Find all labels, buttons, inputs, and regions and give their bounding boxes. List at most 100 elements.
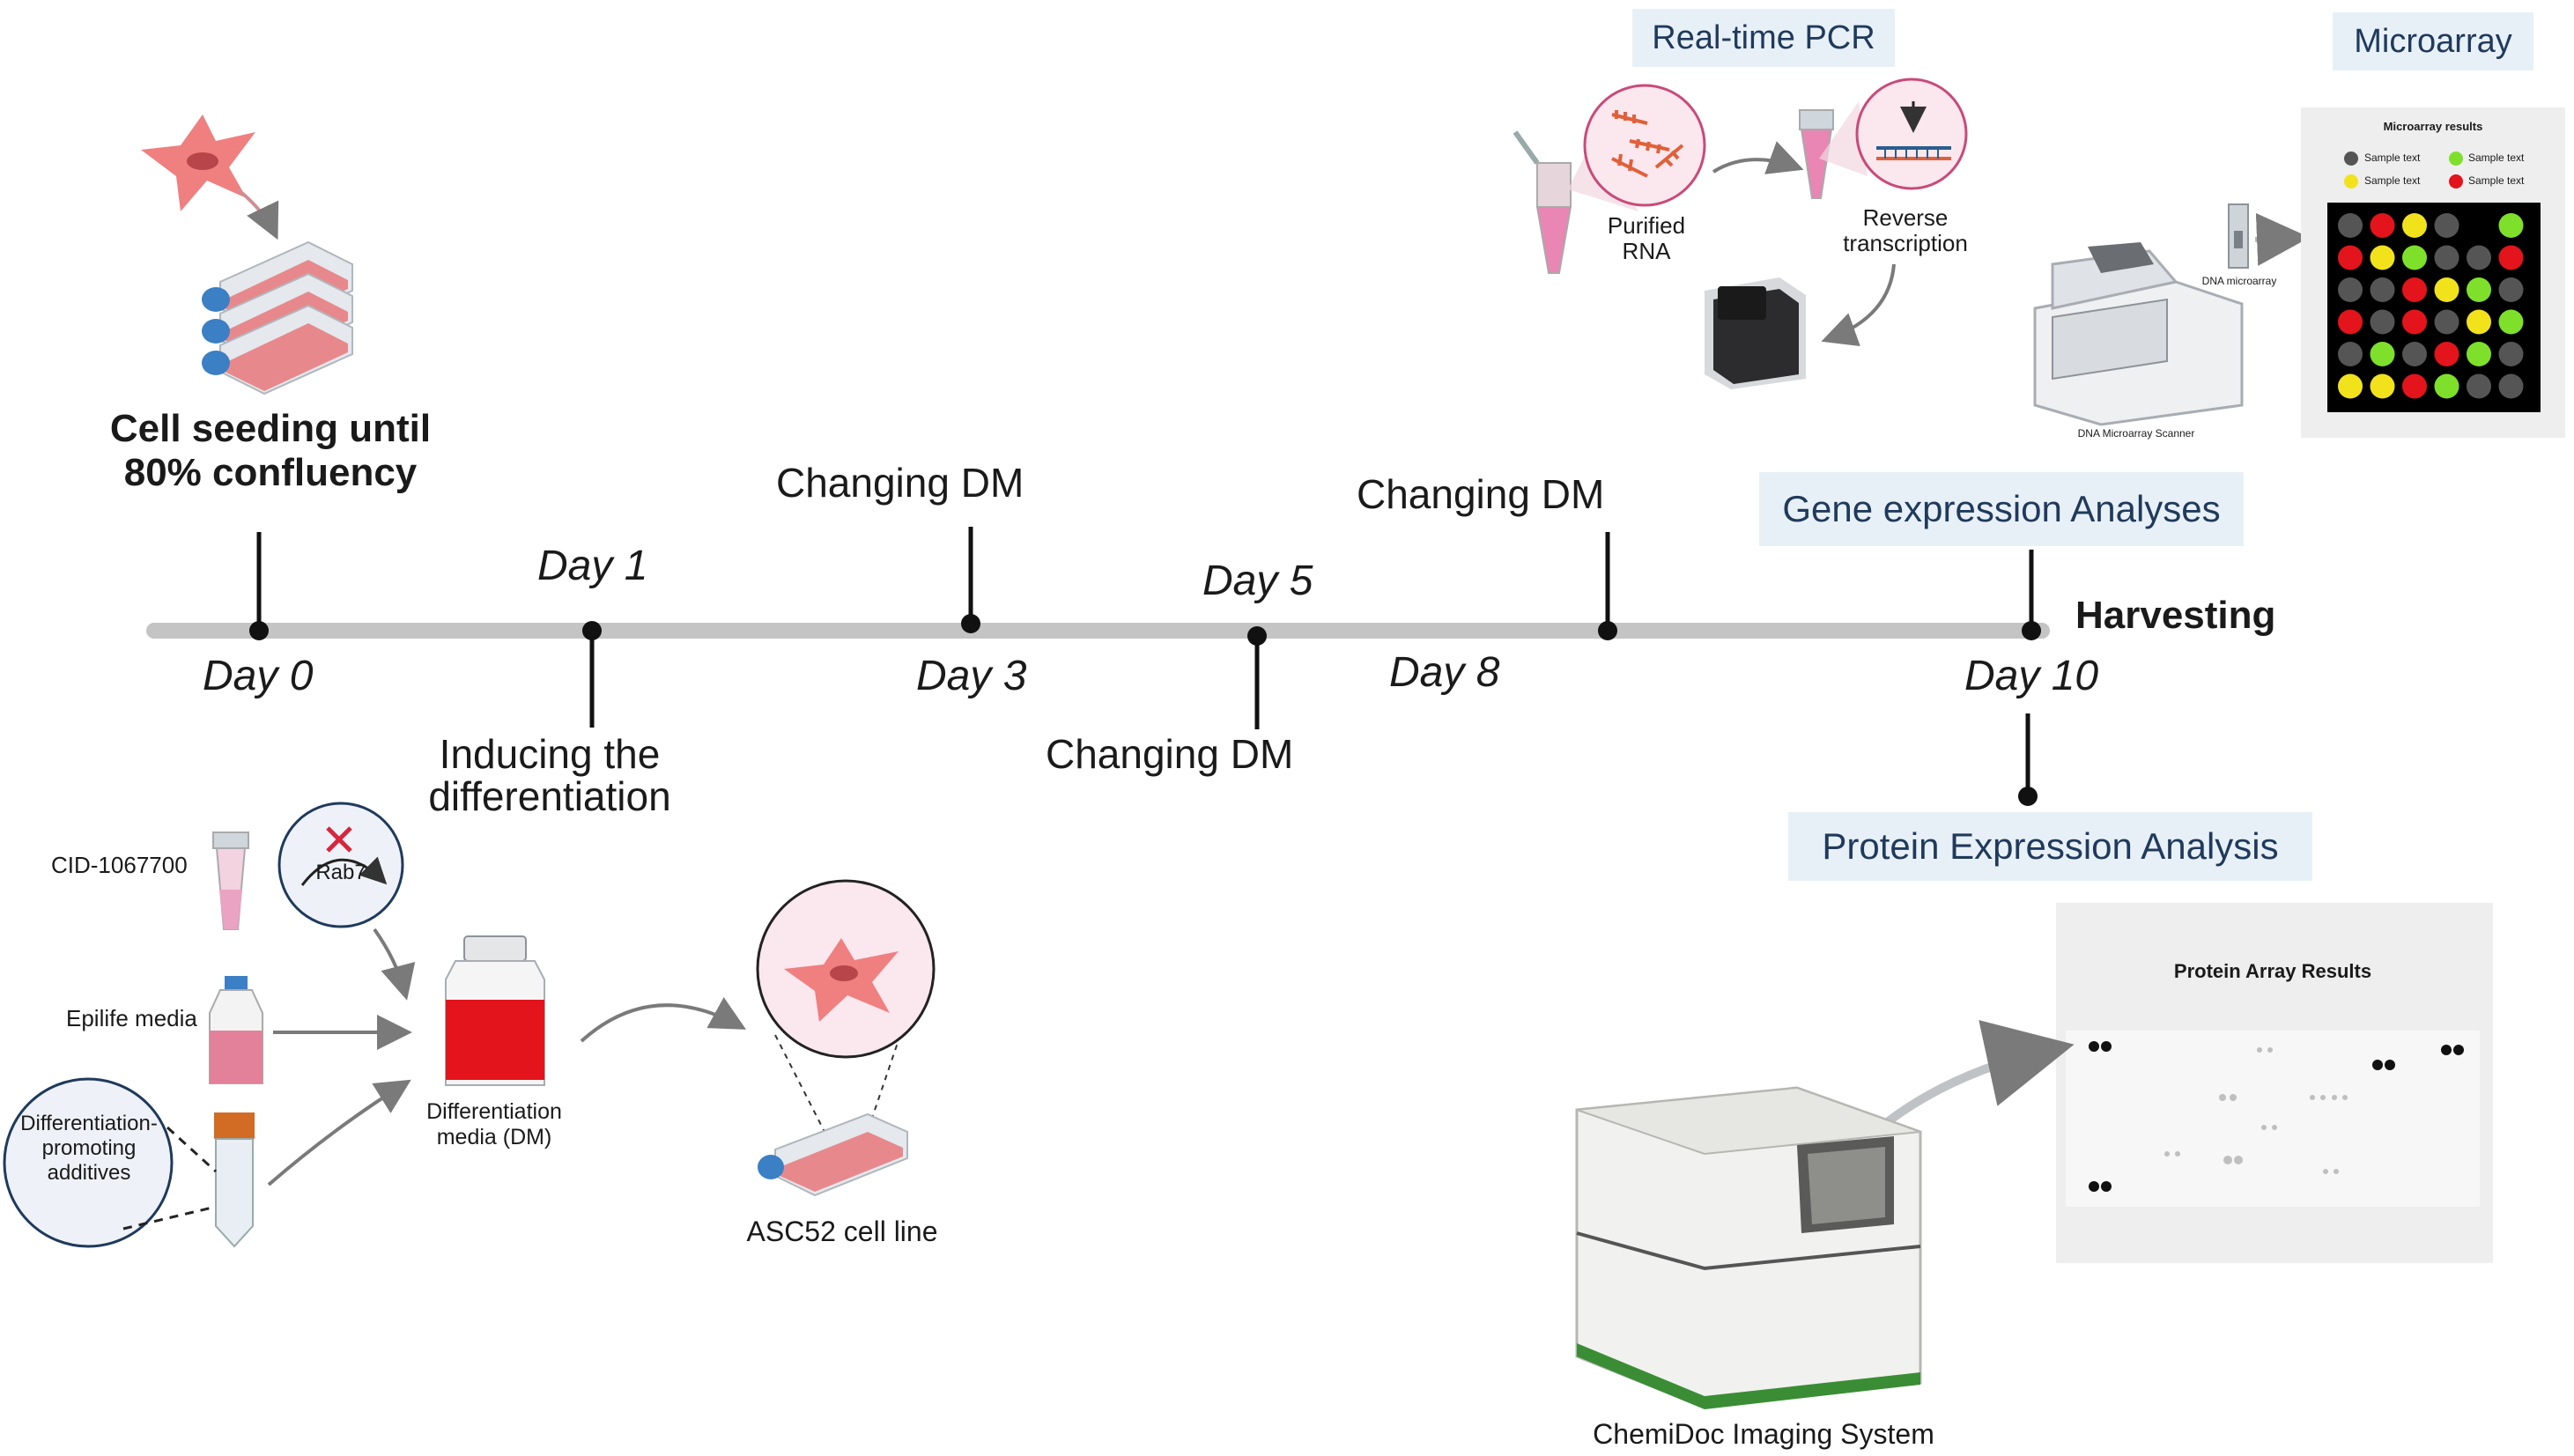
- epilife-label: Epilife media: [66, 1005, 197, 1031]
- purified-rna-icon: [1568, 84, 1706, 211]
- dm-label-line1: Differentiation: [426, 1099, 562, 1124]
- microarray-spot: [2467, 245, 2491, 270]
- microarray-legend: [2344, 152, 2463, 188]
- microarray-spot: [2434, 373, 2459, 399]
- additives-line1: Differentiation-: [20, 1112, 158, 1135]
- protein-expression-box: Protein Expression Analysis: [1788, 812, 2312, 881]
- realtime-pcr-box: Real-time PCR: [1632, 9, 1895, 67]
- rab7-label: Rab7: [315, 861, 366, 884]
- microarray-spot: [2402, 277, 2427, 302]
- microarray-spot: [2498, 277, 2524, 302]
- legend-label-1: Sample text: [2364, 152, 2421, 164]
- additives-label: Differentiation- promoting additives: [20, 1112, 158, 1186]
- microarray-spot: [2402, 245, 2427, 270]
- microarray-spot: [2434, 245, 2459, 270]
- dm-bottle-icon: [445, 935, 545, 1086]
- dot-day0: [249, 621, 269, 640]
- additives-tube-icon: [214, 1112, 255, 1248]
- day-8-label: Day 8: [1389, 649, 1500, 696]
- additives-line3: additives: [47, 1161, 131, 1185]
- inducing-label: Inducing the differentiation: [428, 733, 670, 817]
- dm-label: Differentiation media (DM): [426, 1099, 562, 1150]
- chemidoc-label: ChemiDoc Imaging System: [1593, 1418, 1934, 1450]
- reverse-transcription-label: Reverse transcription: [1843, 205, 1968, 256]
- microarray-spot: [2498, 309, 2524, 335]
- microarray-spot: [2467, 373, 2491, 399]
- protein-array-title: Protein Array Results: [2173, 960, 2372, 982]
- microarray-arrow: [2254, 212, 2310, 266]
- pcr-machine-icon: [1705, 277, 1806, 389]
- cid-label: CID-1067700: [51, 852, 188, 878]
- seeding-label-line2: 80% confluency: [123, 451, 418, 494]
- inducing-label-line2: differentiation: [428, 773, 671, 819]
- microarray-spot: [2434, 213, 2459, 238]
- microarray-spot: [2370, 342, 2395, 366]
- microarray-spot: [2338, 245, 2363, 270]
- legend-label-2: Sample text: [2468, 152, 2525, 164]
- day-0-label: Day 0: [203, 653, 314, 699]
- scanner-label: DNA Microarray Scanner: [2077, 427, 2195, 440]
- microarray-spot: [2402, 342, 2427, 366]
- additives-line2: promoting: [41, 1136, 137, 1160]
- dna-microarray-slide-icon: [2228, 203, 2249, 269]
- dot-day10: [2022, 621, 2041, 640]
- microarray-spot: [2467, 342, 2491, 366]
- microarray-spot: [2402, 213, 2427, 238]
- day-3-label: Day 3: [916, 653, 1027, 699]
- dot-day1: [582, 621, 602, 640]
- microarray-spot: [2370, 245, 2395, 270]
- cell-line-arrow: [580, 997, 747, 1043]
- timeline-ticks: [256, 527, 2034, 796]
- protein-array-panel: [2056, 903, 2493, 1263]
- purified-rna-line1: Purified: [1607, 212, 1686, 239]
- day-1-label: Day 1: [537, 543, 648, 589]
- microarray-spot: [2498, 245, 2524, 270]
- day-5-label: Day 5: [1202, 558, 1313, 604]
- microarray-results-panel: [2301, 107, 2565, 438]
- microarray-spot: [2498, 342, 2524, 366]
- seeding-label: Cell seeding until 80% confluency: [110, 407, 431, 495]
- gene-expression-box: Gene expression Analyses: [1759, 472, 2244, 546]
- microarray-spot: [2338, 373, 2363, 399]
- cell-line-label: ASC52 cell line: [746, 1216, 938, 1247]
- reverse-transcription-icon: [1799, 78, 1968, 199]
- legend-label-4: Sample text: [2468, 174, 2525, 187]
- seeding-cell-icon: [141, 115, 279, 240]
- additives-callout: [3, 1077, 218, 1248]
- microarray-spot: [2498, 213, 2524, 238]
- microarray-spot: [2370, 277, 2395, 302]
- microarray-spot: [2434, 342, 2459, 366]
- microarray-results-title: Microarray results: [2383, 120, 2483, 133]
- microarray-spot: [2370, 213, 2395, 238]
- microarray-spot: [2338, 309, 2363, 335]
- dot-day5: [1247, 626, 1267, 646]
- microarray-spot: [2402, 309, 2427, 335]
- cid-tube-icon: [212, 831, 249, 930]
- dot-day3: [961, 614, 980, 633]
- microarray-spot: [2467, 213, 2491, 238]
- timeline-dots: [249, 614, 2041, 806]
- legend-label-3: Sample text: [2364, 174, 2421, 187]
- microarray-spot: [2434, 309, 2459, 335]
- microarray-spot: [2467, 277, 2491, 302]
- harvesting-label: Harvesting: [2075, 594, 2276, 637]
- day-10-label: Day 10: [1964, 653, 2099, 699]
- reverse-transcription-line2: transcription: [1843, 230, 1968, 256]
- dna-microarray-label: DNA microarray: [2201, 275, 2277, 287]
- flask-stack-icon: [202, 240, 353, 395]
- reagent-arrows: [267, 928, 416, 1186]
- rab7-inhibition-icon: [277, 802, 404, 928]
- seeding-label-line1: Cell seeding until: [109, 407, 432, 450]
- pcr-arrow-1: [1712, 141, 1804, 174]
- asc52-flask-icon: [758, 1112, 908, 1197]
- microarray-spot: [2467, 309, 2491, 335]
- microarray-spot: [2338, 277, 2363, 302]
- microarray-spot-grid: [2338, 213, 2524, 399]
- microarray-spot: [2498, 373, 2524, 399]
- microarray-spot: [2370, 373, 2395, 399]
- microarray-scanner-icon: [2033, 242, 2244, 426]
- chemidoc-imager-icon: [1575, 1086, 1922, 1409]
- microarray-spot: [2402, 373, 2427, 399]
- inducing-label-line1: Inducing the: [439, 731, 661, 777]
